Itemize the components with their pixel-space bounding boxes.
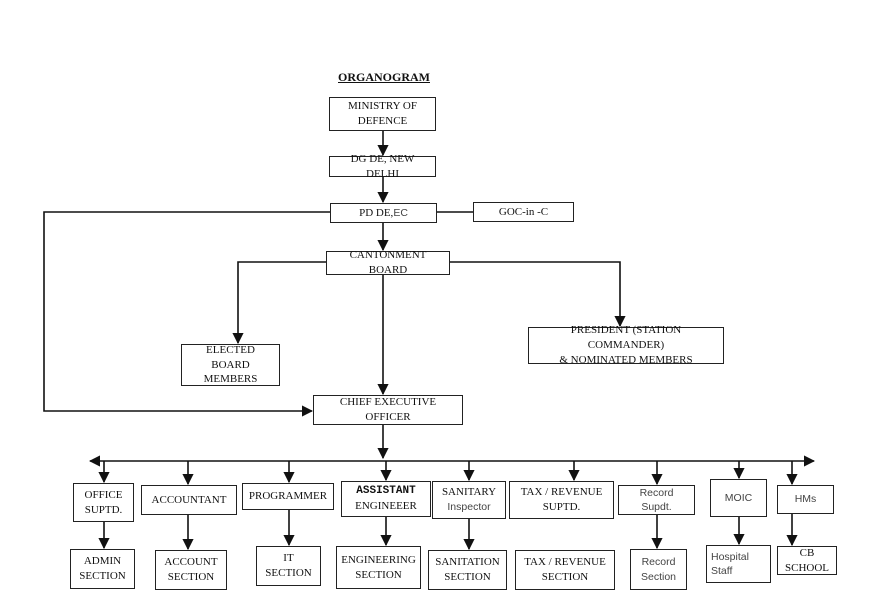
- connector-pdde-ceo: [43, 211, 330, 417]
- node-sanitary-line1: SANITARY: [441, 486, 497, 499]
- node-hms: HMs: [777, 485, 834, 514]
- node-account-section: ACCOUNT SECTION: [155, 550, 227, 590]
- connector-cb-president: [450, 261, 626, 328]
- node-hospital-staff: Hospital Staff: [706, 545, 771, 583]
- node-office-suptd: OFFICE SUPTD.: [73, 483, 134, 522]
- chart-title: ORGANOGRAM: [338, 70, 430, 84]
- node-ceo: CHIEF EXECUTIVE OFFICER: [313, 395, 463, 425]
- node-president: PRESIDENT (STATION COMMANDER) & NOMINATE…: [528, 324, 724, 366]
- node-pd-de: PD DE,EC: [330, 203, 437, 223]
- node-sanitation-section: SANITATION SECTION: [428, 550, 507, 590]
- node-goc: GOC-in -C: [473, 202, 574, 222]
- node-tax-revenue-suptd: TAX / REVENUE SUPTD.: [509, 481, 614, 519]
- node-admin-section: ADMIN SECTION: [70, 549, 135, 589]
- node-sanitary-line2: Inspector: [447, 501, 491, 514]
- node-dg-de: DG DE, NEW DELHI: [329, 153, 436, 180]
- node-elected-members: ELECTED BOARD MEMBERS: [181, 344, 280, 386]
- node-moic: MOIC: [710, 479, 767, 517]
- node-record-supdt: Record Supdt.: [618, 485, 695, 515]
- node-sanitary-inspector: SANITARY Inspector: [432, 481, 506, 519]
- node-assistant-engineer: ASSISTANT ENGINEEER: [341, 481, 431, 517]
- node-record-section: Record Section: [630, 549, 687, 590]
- node-cb-school: CB SCHOOL: [777, 546, 837, 575]
- node-cantonment-board: CANTONMENT BOARD: [326, 249, 450, 276]
- node-assistant-engineer-line1: ASSISTANT: [356, 485, 416, 498]
- node-pd-de-label: PD DE,: [359, 206, 394, 219]
- node-assistant-engineer-line2: ENGINEEER: [355, 500, 417, 512]
- node-programmer: PROGRAMMER: [242, 483, 334, 510]
- node-pd-de-suffix: EC: [393, 206, 408, 219]
- node-tax-revenue-section: TAX / REVENUE SECTION: [515, 550, 615, 590]
- connector-cb-elected: [232, 261, 326, 345]
- node-it-section: IT SECTION: [256, 546, 321, 586]
- node-ministry-of-defence: MINISTRY OF DEFENCE: [329, 97, 436, 131]
- node-accountant: ACCOUNTANT: [141, 485, 237, 515]
- node-engineering-section: ENGINEERING SECTION: [336, 546, 421, 589]
